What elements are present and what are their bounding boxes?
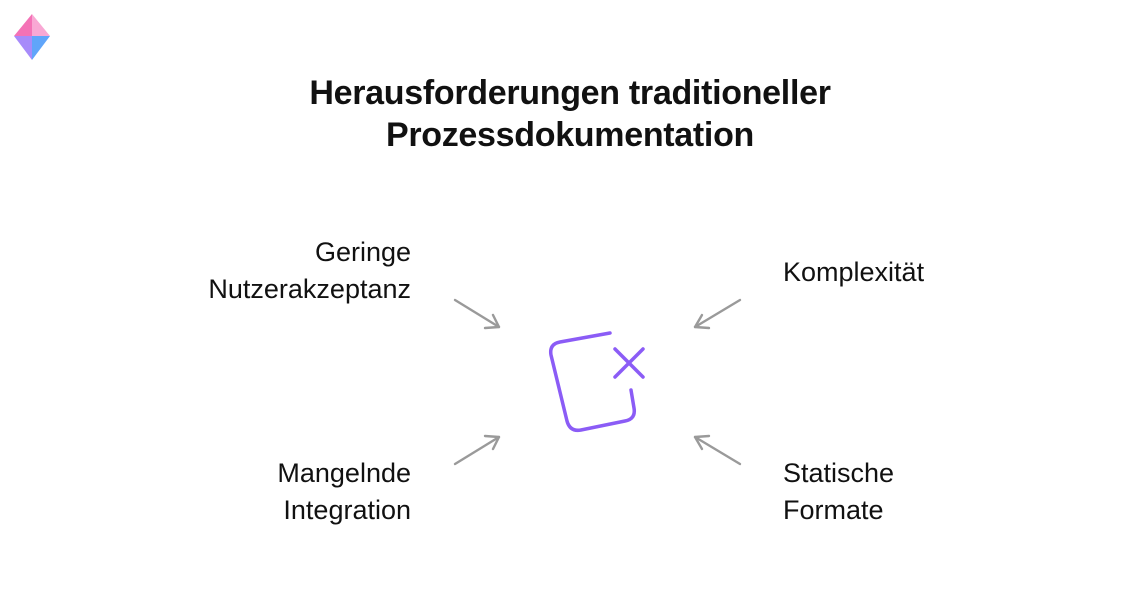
challenge-label-line: Nutzerakzeptanz <box>208 274 411 304</box>
document-x-icon <box>548 331 645 433</box>
challenge-label-line: Komplexität <box>783 257 925 287</box>
title-line-1: Herausforderungen traditioneller <box>309 74 831 112</box>
challenge-label-line: Formate <box>783 495 884 525</box>
challenge-complexity: Komplexität <box>783 254 924 291</box>
logo-icon <box>14 14 50 60</box>
challenge-static-formats: Statische Formate <box>783 455 894 529</box>
challenge-lacking-integration: Mangelnde Integration <box>277 455 411 529</box>
page-title: Herausforderungen traditioneller Prozess… <box>0 72 1140 156</box>
arrow-icon <box>453 434 501 466</box>
challenge-low-user-acceptance: Geringe Nutzerakzeptanz <box>208 234 411 308</box>
arrow-icon <box>693 298 742 330</box>
challenge-label-line: Mangelnde <box>277 458 411 488</box>
challenge-label-line: Geringe <box>314 237 411 267</box>
challenge-label-line: Integration <box>283 495 411 525</box>
arrow-icon <box>693 434 742 466</box>
title-line-2: Prozessdokumentation <box>385 116 755 154</box>
challenge-label-line: Statische <box>783 458 895 488</box>
arrow-icon <box>453 298 501 330</box>
